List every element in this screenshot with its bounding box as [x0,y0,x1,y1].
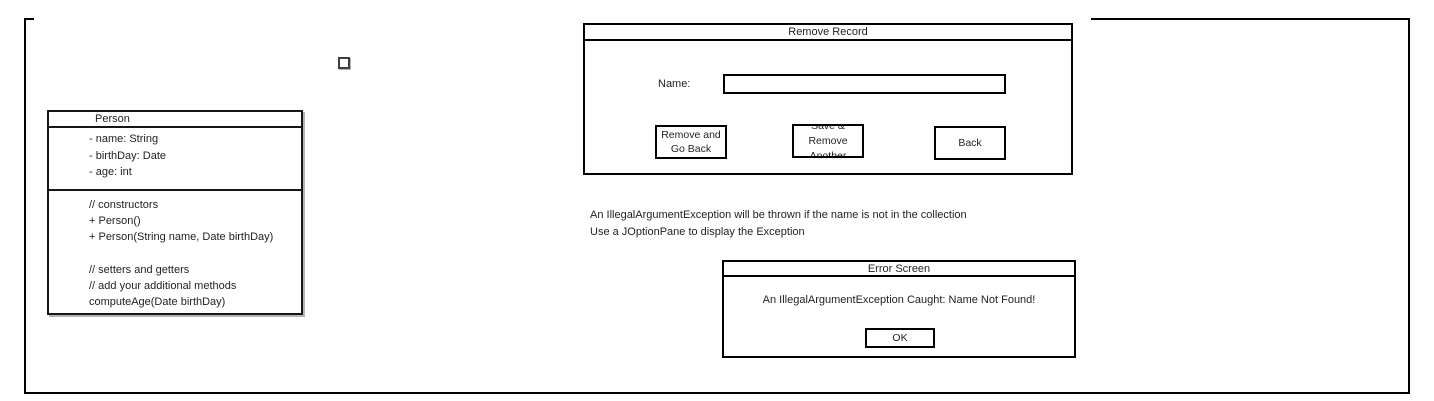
button-label: Back [958,137,982,149]
error-screen-dialog: Error Screen An IllegalArgumentException… [722,260,1076,358]
name-label: Name: [658,78,691,90]
annotation-text: An IllegalArgumentException will be thro… [590,207,967,241]
empty-square-marker [338,57,350,69]
remove-record-dialog: Remove Record Name: Remove and Go Back S… [583,23,1073,175]
uml-method: + Person() [89,215,141,228]
name-input[interactable] [723,74,1006,94]
uml-method: + Person(String name, Date birthDay) [89,231,274,244]
uml-class-title: Person [49,112,301,128]
uml-method-blank-line [89,246,301,262]
dialog-title: Remove Record [585,25,1071,41]
button-label: OK [892,332,908,344]
save-and-remove-another-button[interactable]: Save & Remove Another [792,124,864,158]
annotation-line: An IllegalArgumentException will be thro… [590,209,967,221]
remove-and-go-back-button[interactable]: Remove and Go Back [655,125,727,159]
uml-attribute: - age: int [89,166,132,178]
uml-class-person: Person - name: String - birthDay: Date -… [47,110,303,315]
button-label: Remove and Go Back [661,129,721,155]
error-message: An IllegalArgumentException Caught: Name… [762,294,1036,306]
button-label: Save & Remove Another [808,124,848,158]
uml-method-comment: // add your additional methods [89,280,237,292]
back-button[interactable]: Back [934,126,1006,160]
uml-attribute: - name: String [89,133,159,145]
uml-attribute: - birthDay: Date [89,149,167,162]
ok-button[interactable]: OK [865,328,935,348]
uml-method-comment: // constructors [89,199,159,211]
uml-attributes-section: - name: String - birthDay: Date - age: i… [49,128,301,191]
dialog-title: Error Screen [724,262,1074,277]
annotation-line: Use a JOptionPane to display the Excepti… [590,226,805,238]
uml-method: computeAge(Date birthDay) [89,296,226,309]
uml-methods-section: // constructors + Person() + Person(Stri… [49,191,301,310]
page-border-gap [34,17,1091,22]
uml-method-comment: // setters and getters [89,263,190,276]
